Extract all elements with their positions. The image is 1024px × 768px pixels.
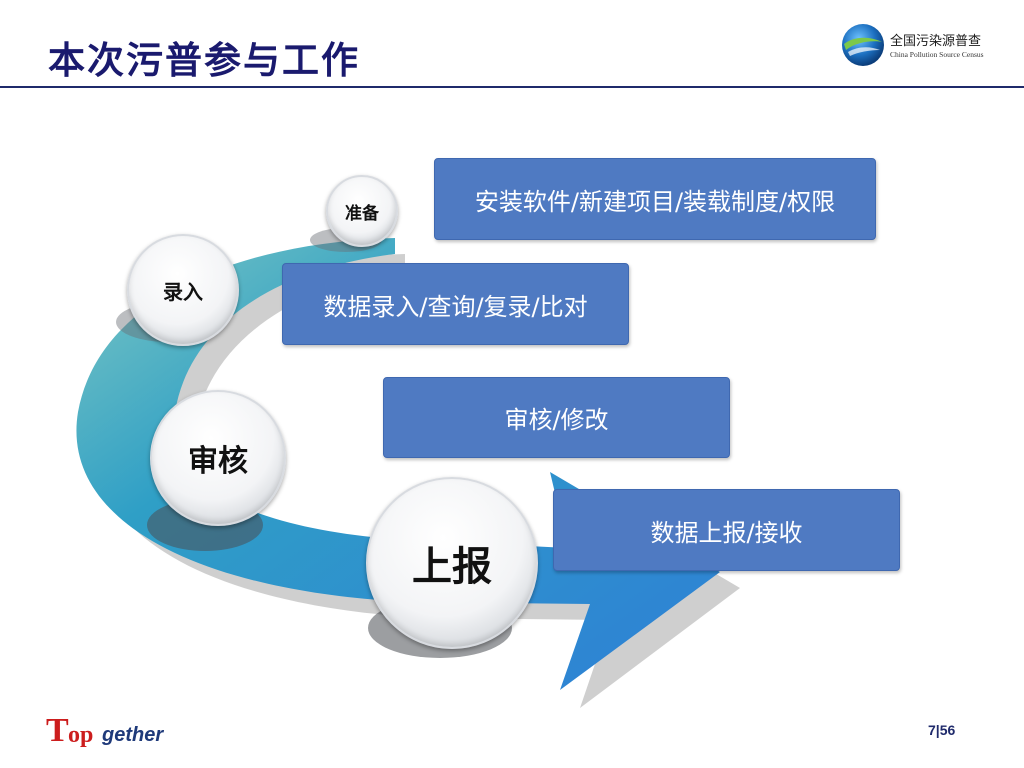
stage-prep-circle: 准备 bbox=[326, 175, 398, 247]
stage-submit-circle: 上报 bbox=[366, 477, 538, 649]
page-number: 7|56 bbox=[928, 722, 955, 738]
stage-entry-circle: 录入 bbox=[127, 234, 239, 346]
globe-icon bbox=[842, 24, 884, 66]
topgether-logo: T op gether bbox=[46, 712, 186, 752]
stage-entry-description: 数据录入/查询/复录/比对 bbox=[282, 263, 629, 345]
page-total: 56 bbox=[939, 722, 956, 738]
curved-arrow bbox=[76, 238, 720, 690]
page-separator: | bbox=[935, 722, 940, 738]
stage-review-circle: 审核 bbox=[150, 390, 286, 526]
title-divider bbox=[0, 86, 1024, 88]
stage-submit-description: 数据上报/接收 bbox=[553, 489, 900, 571]
logo-name: 全国污染源普查 bbox=[890, 34, 982, 49]
page-current: 7 bbox=[928, 722, 936, 738]
slide-title: 本次污普参与工作 bbox=[48, 39, 360, 82]
brand-gether: gether bbox=[102, 724, 164, 746]
stage-review-description: 审核/修改 bbox=[383, 377, 730, 458]
census-logo: 全国污染源普查 China Pollution Source Census bbox=[840, 22, 1000, 70]
stage-prep-description: 安装软件/新建项目/装载制度/权限 bbox=[434, 158, 876, 240]
logo-subtitle: China Pollution Source Census bbox=[890, 50, 984, 59]
brand-letter-t: T bbox=[46, 712, 69, 749]
brand-op: op bbox=[68, 722, 94, 748]
